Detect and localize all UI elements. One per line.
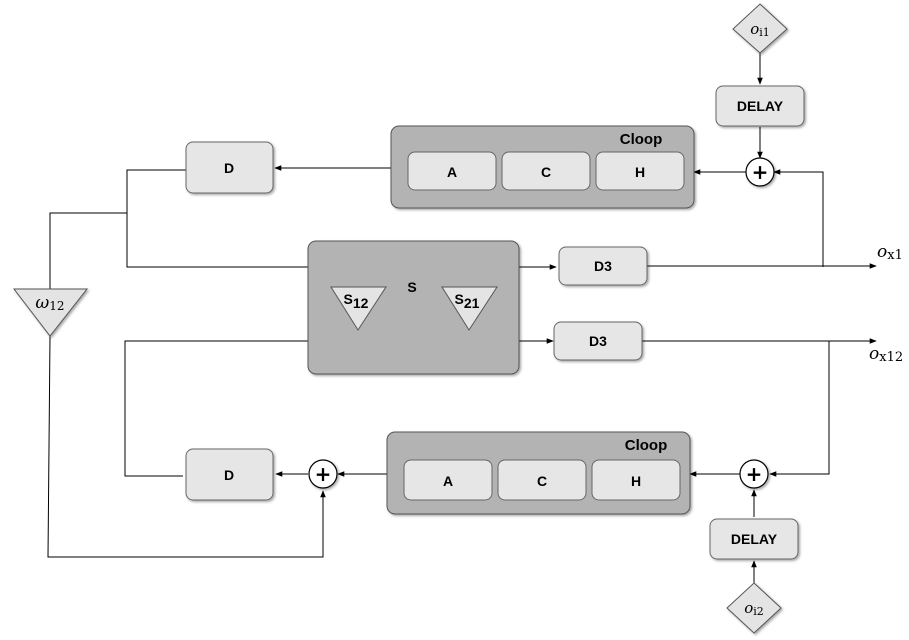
delay-block-lower: DELAY [709, 518, 799, 560]
s12-main: S [344, 291, 353, 307]
output-ox12: ox12 [869, 344, 903, 365]
s21-main: S [455, 291, 464, 307]
input-oi2: oi2 [726, 582, 782, 634]
svg-text:oi1: oi1 [750, 20, 770, 39]
cloop-lower-block-a-label: A [443, 473, 453, 489]
ox12-subscript: x12 [879, 350, 903, 365]
output-ox1: ox1 [877, 242, 903, 263]
delay-upper-label: DELAY [737, 98, 784, 114]
s12-triangle: S12 [330, 286, 387, 331]
d3-upper-label: D3 [594, 258, 612, 274]
s21-triangle: S21 [441, 286, 498, 331]
svg-text:ox12: ox12 [869, 344, 903, 365]
cloop-upper-block-a-label: A [447, 164, 457, 180]
oi2-symbol: o [744, 599, 753, 617]
oi1-subscript: i1 [759, 26, 770, 39]
sum-node-lower-right: + [739, 459, 769, 489]
wire-branch-to-gain [49, 212, 127, 290]
cloop-upper-title: Cloop [620, 131, 663, 148]
cloop-lower-block-h-label: H [631, 473, 641, 489]
cloop-lower-block-c [497, 459, 587, 501]
cloop-lower-block-h [591, 459, 681, 501]
d-lower-label: D [224, 467, 234, 483]
d3-block-lower: D3 [553, 321, 643, 361]
gain-symbol: ω [35, 293, 49, 313]
cloop-lower-title: Cloop [625, 437, 668, 454]
coupling-block-s: S S12 S21 [307, 240, 520, 375]
cloop-lower: Cloop A C H [386, 431, 691, 515]
cloop-lower-block-c-label: C [537, 473, 547, 489]
gain-omega12: ω12 [12, 288, 89, 337]
cloop-upper-block-a [407, 151, 497, 191]
gain-subscript: 12 [49, 299, 64, 313]
coupling-title: S [407, 279, 416, 295]
svg-text:ω12: ω12 [35, 293, 64, 313]
ox12-symbol: o [869, 344, 879, 364]
d-block-lower: D [185, 448, 274, 501]
sum-upper-symbol: + [752, 160, 769, 184]
svg-text:S12: S12 [344, 291, 369, 311]
cloop-upper-block-c-label: C [541, 164, 551, 180]
wire-gain-to-sum [47, 335, 326, 558]
d-upper-label: D [224, 160, 234, 176]
svg-text:oi2: oi2 [744, 599, 764, 618]
s21-sub: 21 [464, 295, 480, 311]
svg-text:ox1: ox1 [877, 242, 903, 263]
sum-node-upper: + [745, 157, 775, 187]
cloop-upper-block-c [501, 151, 591, 191]
d-block-upper: D [185, 141, 274, 194]
wire-feedback-upper [773, 169, 824, 267]
delay-block-upper: DELAY [715, 85, 805, 127]
cloop-upper-block-h-label: H [635, 164, 645, 180]
svg-text:S21: S21 [455, 291, 480, 311]
cloop-lower-block-a [403, 459, 493, 501]
sum-lower-left-symbol: + [315, 462, 332, 486]
ox1-symbol: o [877, 242, 887, 262]
cloop-upper: Cloop A C H [390, 125, 695, 209]
sum-lower-right-symbol: + [746, 462, 763, 486]
d3-block-upper: D3 [558, 246, 648, 286]
wire-feedback-lower [769, 341, 830, 477]
oi1-symbol: o [750, 20, 759, 38]
oi2-subscript: i2 [753, 605, 764, 618]
delay-lower-label: DELAY [731, 531, 778, 547]
s12-sub: 12 [353, 295, 369, 311]
d3-lower-label: D3 [589, 333, 607, 349]
cloop-upper-block-h [595, 151, 685, 191]
ox1-subscript: x1 [887, 248, 903, 263]
sum-node-lower-left: + [308, 459, 338, 489]
input-oi1: oi1 [732, 3, 788, 54]
